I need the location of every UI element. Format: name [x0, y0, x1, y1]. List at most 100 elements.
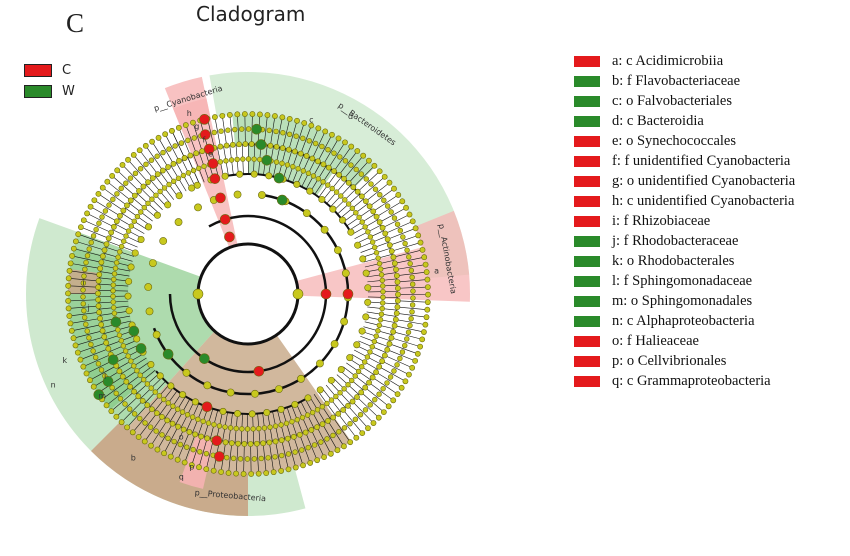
- tree-node: [379, 277, 386, 284]
- tree-node: [324, 400, 330, 407]
- taxa-key-item: e: o Synechococcales: [574, 131, 844, 151]
- tree-node: [117, 396, 124, 402]
- tree-node: [84, 328, 90, 334]
- tree-node: [265, 455, 271, 461]
- tree-node: [419, 246, 426, 253]
- tree-node: [236, 141, 243, 148]
- tree-node: [337, 366, 345, 374]
- group-c-label: C: [62, 63, 72, 78]
- tree-node: [267, 424, 273, 430]
- tree-node: [300, 135, 306, 142]
- tree-node: [315, 176, 322, 182]
- tree-node: [234, 156, 240, 163]
- tree-leaf-branch: [312, 131, 326, 159]
- tree-leaf-branch: [311, 429, 325, 458]
- tree-node: [311, 442, 318, 448]
- tree-leaf-branch: [316, 427, 332, 454]
- tree-node: [410, 281, 416, 287]
- tree-node: [98, 259, 105, 266]
- taxa-key-item: m: o Sphingomonadales: [574, 291, 844, 311]
- tree-node: [395, 192, 402, 198]
- tree-node: [397, 355, 403, 362]
- tree-node: [95, 303, 102, 309]
- tree-leaf-branch: [379, 207, 407, 223]
- clade-letter-label: m: [98, 392, 106, 401]
- tree-node: [95, 284, 102, 291]
- tree-node: [131, 249, 139, 257]
- clade-band-cellvibrionales: [179, 434, 215, 489]
- taxa-key-label: o: f Halieaceae: [612, 332, 699, 349]
- tree-node: [216, 423, 223, 429]
- tree-node: [178, 140, 185, 146]
- taxa-key-label: g: o unidentified Cyanobacteria: [612, 172, 796, 189]
- tree-node: [121, 238, 127, 244]
- tree-node: [307, 460, 314, 466]
- tree-node: [127, 197, 134, 204]
- tree-node: [371, 162, 378, 169]
- tree-node: [193, 150, 200, 157]
- tree-node: [256, 425, 262, 432]
- tree-node: [320, 288, 332, 300]
- tree-node: [267, 142, 274, 149]
- tree-node: [130, 152, 137, 158]
- tree-node: [406, 211, 413, 218]
- tree-node: [386, 340, 393, 347]
- tree-leaf-branch: [89, 365, 117, 381]
- tree-node: [115, 327, 121, 333]
- tree-node: [380, 288, 386, 295]
- tree-node: [145, 200, 151, 207]
- tree-leaf-branch: [235, 443, 239, 474]
- tree-node: [398, 384, 405, 391]
- clade-letter-label: d: [348, 112, 353, 121]
- tree-leaf-branch: [306, 128, 319, 157]
- tree-node: [342, 139, 348, 146]
- tree-node: [390, 254, 397, 261]
- tree-node: [244, 426, 251, 432]
- tree-node: [330, 432, 336, 439]
- tree-node: [424, 276, 431, 283]
- tree-node: [137, 415, 143, 422]
- tree-node: [134, 367, 140, 374]
- tree-node: [366, 379, 372, 386]
- tree-node: [390, 328, 397, 335]
- tree-node: [92, 354, 99, 361]
- tree-node: [294, 117, 300, 124]
- tree-leaf-branch: [396, 313, 427, 318]
- tree-node: [95, 190, 102, 197]
- taxa-key-label: a: c Acidimicrobiia: [612, 52, 724, 69]
- tree-node: [125, 228, 132, 234]
- tree-node: [412, 357, 419, 364]
- tree-leaf-branch: [68, 278, 99, 282]
- tree-node: [354, 394, 360, 400]
- tree-node: [96, 271, 103, 278]
- tree-node: [241, 441, 248, 447]
- tree-node: [285, 146, 292, 153]
- tree-node: [367, 349, 373, 355]
- tree-node: [190, 119, 196, 126]
- tree-node: [135, 393, 142, 400]
- tree-node: [370, 420, 377, 426]
- tree-leaf-branch: [352, 401, 374, 424]
- tree-node: [348, 143, 355, 150]
- tree-node: [329, 131, 335, 138]
- tree-node: [320, 161, 327, 168]
- tree-node: [120, 207, 127, 214]
- tree-node: [356, 214, 362, 221]
- tree-node: [362, 384, 369, 391]
- tree-node: [131, 192, 138, 199]
- tree-node: [366, 157, 372, 164]
- tree-node: [154, 446, 161, 453]
- tree-node: [322, 128, 329, 135]
- tree-node: [250, 426, 256, 432]
- tree-node: [199, 114, 210, 125]
- taxa-key-swatch: [574, 195, 600, 207]
- tree-node: [424, 299, 431, 306]
- tree-leaf-branch: [333, 146, 352, 172]
- taxa-key-swatch: [574, 135, 600, 147]
- tree-leaf-branch: [387, 228, 416, 240]
- tree-node: [156, 372, 164, 380]
- tree-node: [244, 456, 251, 462]
- tree-leaf-branch: [70, 263, 101, 269]
- tree-node: [273, 159, 280, 165]
- tree-node: [142, 420, 148, 426]
